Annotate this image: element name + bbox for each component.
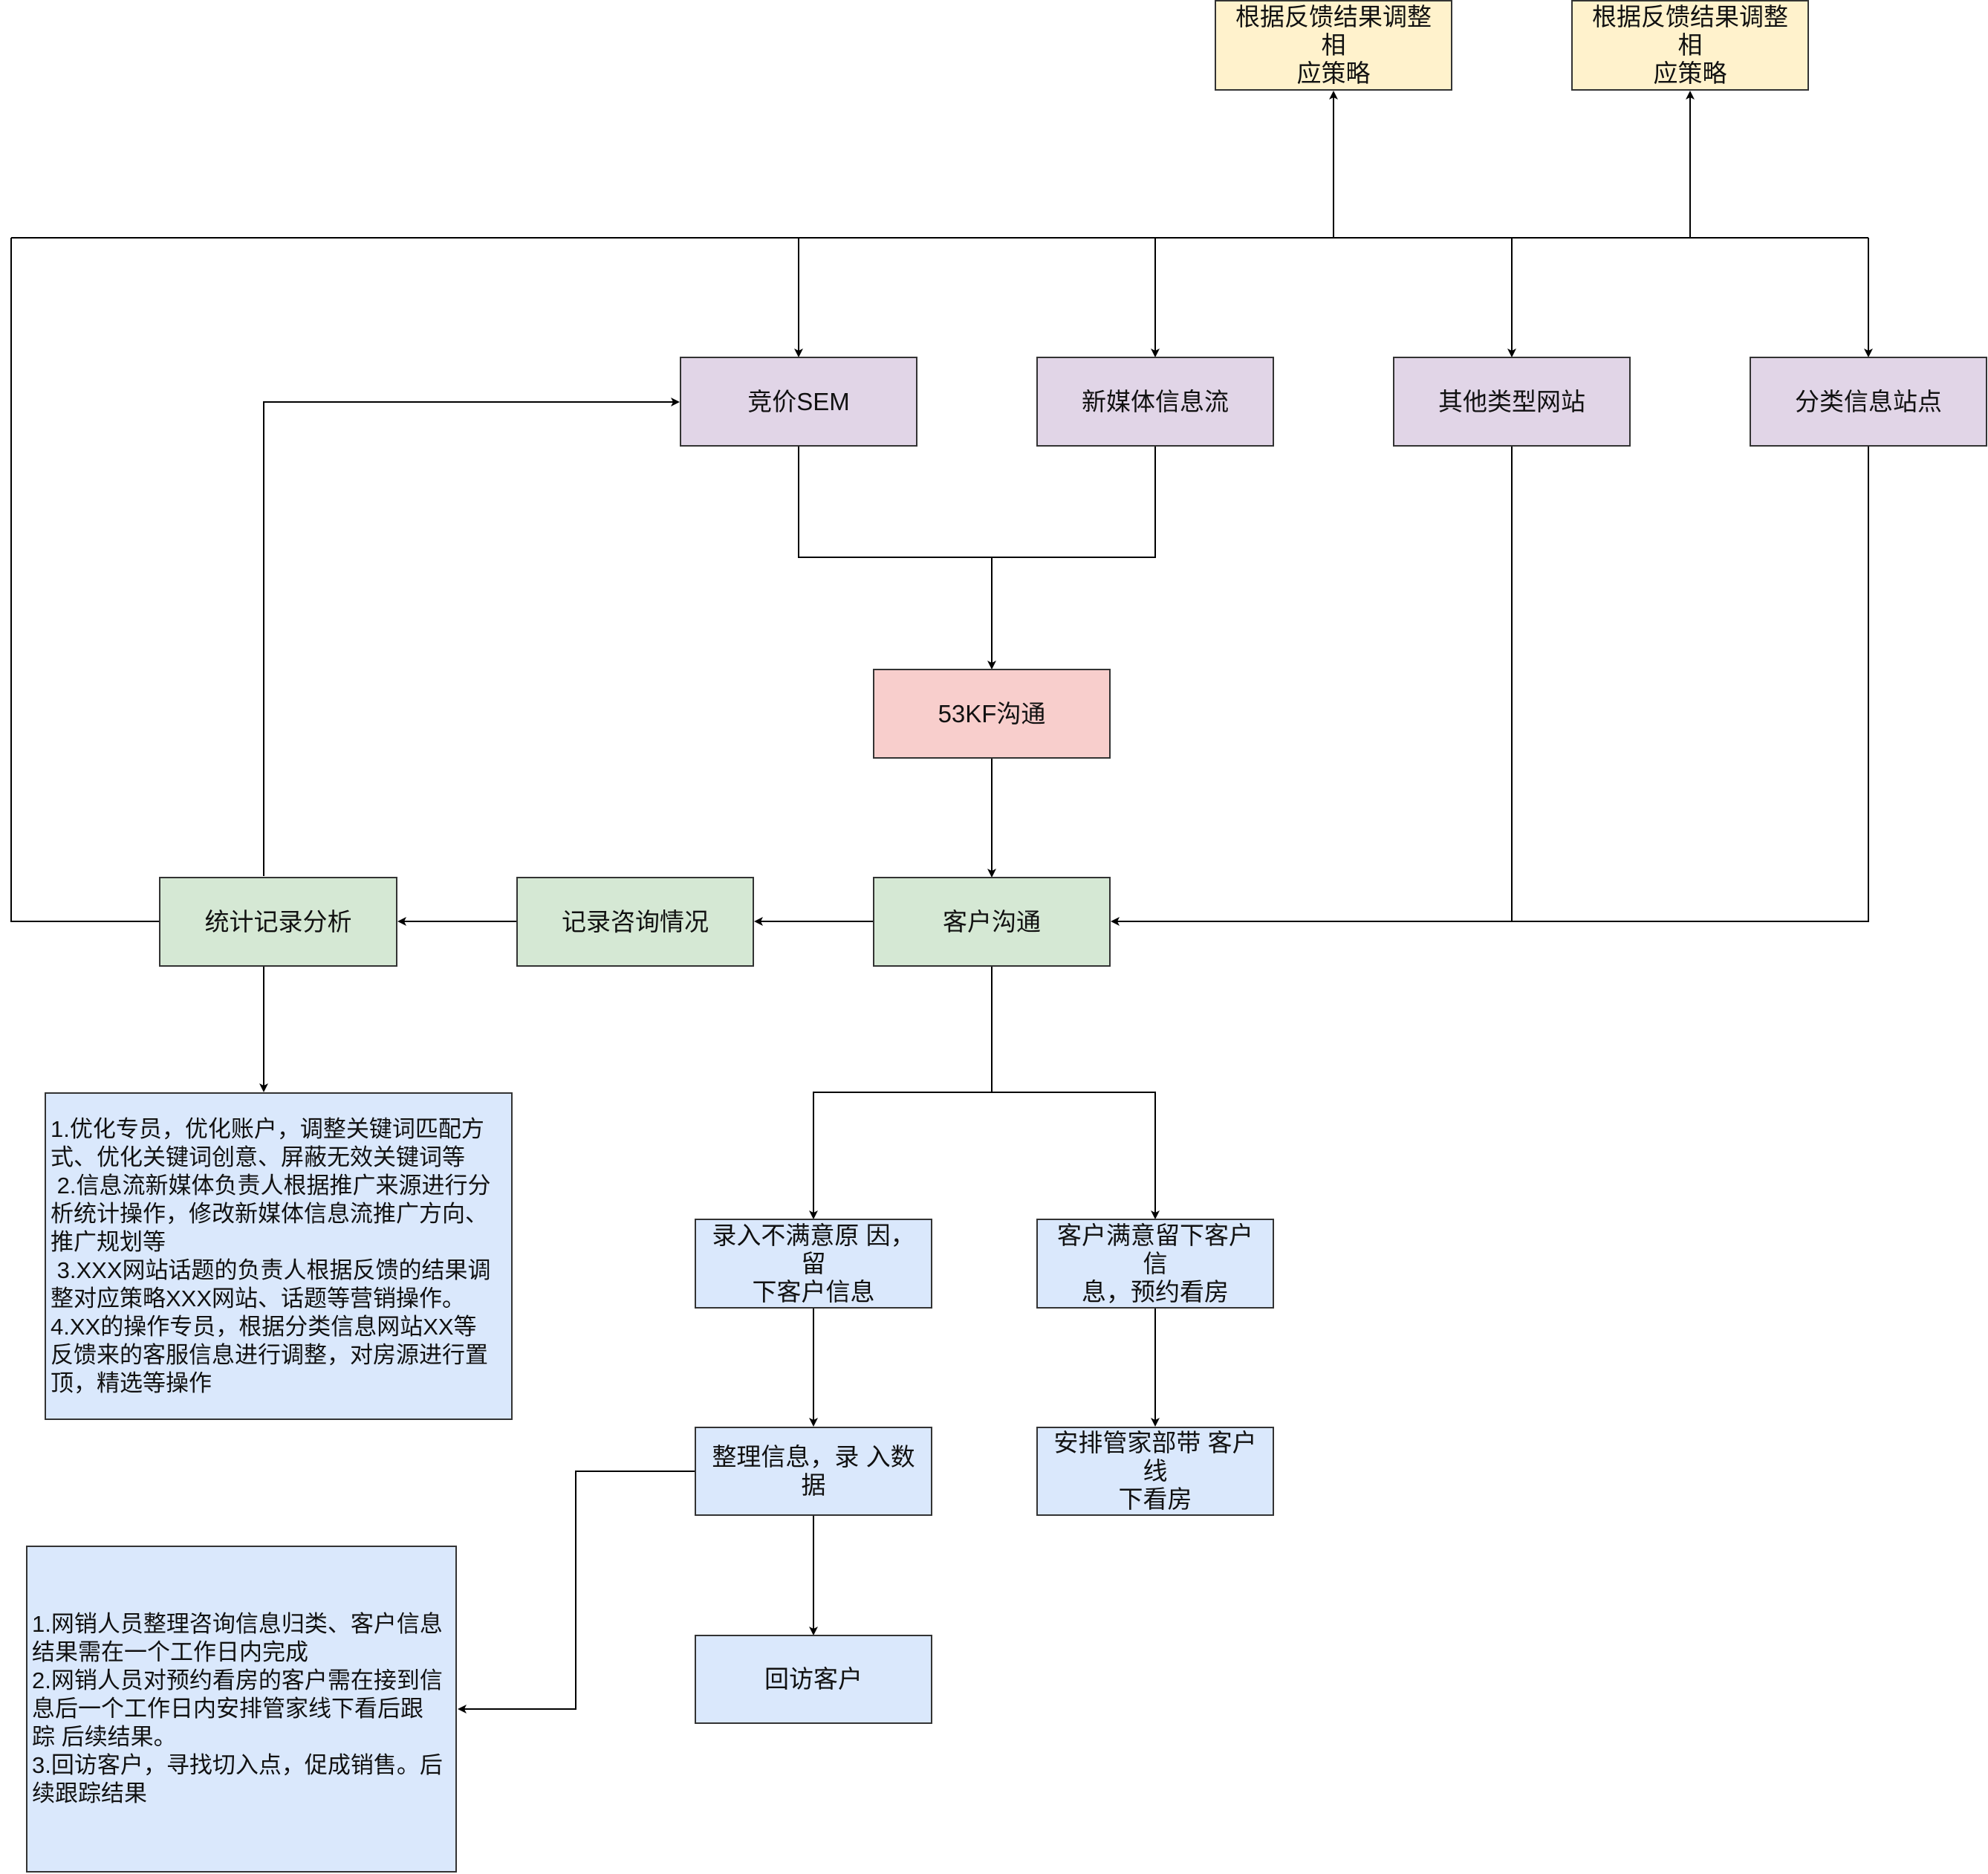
edge-organize-to-note bbox=[458, 1471, 695, 1713]
channel-new-media-label: 新媒体信息流 bbox=[1082, 387, 1229, 415]
channel-sem-label: 竞价SEM bbox=[747, 387, 850, 415]
sales-note-line-3: 2.网销人员对预约看房的客户需在接到信 bbox=[32, 1667, 443, 1693]
channel-other-sites-label: 其他类型网站 bbox=[1438, 387, 1585, 415]
optimization-note-line-1: 1.优化专员，优化账户，调整关键词匹配方 bbox=[51, 1115, 484, 1142]
sales-note-line-7: 续跟踪结果 bbox=[32, 1780, 147, 1806]
offline-viewing-label: 安排管家部带 客户线 下看房 bbox=[1053, 1429, 1257, 1513]
optimization-note-line-2: 式、优化关键词创意、屏蔽无效关键词等 bbox=[51, 1144, 465, 1170]
optimization-note-line-5: 推广规划等 bbox=[51, 1228, 166, 1255]
channel-classified-label: 分类信息站点 bbox=[1795, 387, 1942, 415]
edge-customer-to-satisfied bbox=[992, 1092, 1160, 1219]
optimization-note-line-9: 反馈来的客服信息进行调整，对房源进行置 bbox=[51, 1341, 488, 1368]
edge-stats-to-sem bbox=[263, 398, 680, 876]
sales-note-line-2: 结果需在一个工作日内完成 bbox=[32, 1639, 308, 1665]
offline-viewing-box: 安排管家部带 客户线 下看房 bbox=[1036, 1427, 1274, 1516]
edge-sem-merge bbox=[798, 447, 1156, 558]
sales-note-line-1: 1.网销人员整理咨询信息归类、客户信息 bbox=[32, 1611, 443, 1637]
strategy-box-2: 根据反馈结果调整相 应策略 bbox=[1571, 0, 1809, 91]
unsatisfied-box: 录入不满意原 因，留 下客户信息 bbox=[695, 1219, 932, 1309]
unsatisfied-label: 录入不满意原 因，留 下客户信息 bbox=[712, 1221, 915, 1306]
strategy-box-1: 根据反馈结果调整相 应策略 bbox=[1215, 0, 1452, 91]
kf53-label: 53KF沟通 bbox=[938, 699, 1046, 727]
channel-new-media: 新媒体信息流 bbox=[1036, 357, 1274, 447]
optimization-note-line-10: 顶，精选等操作 bbox=[51, 1369, 212, 1396]
satisfied-label: 客户满意留下客户信 息，预约看房 bbox=[1057, 1221, 1253, 1306]
stats-analysis-label: 统计记录分析 bbox=[204, 907, 352, 936]
sales-note: 1.网销人员整理咨询信息归类、客户信息 结果需在一个工作日内完成 2.网销人员对… bbox=[26, 1546, 457, 1873]
edge-classified-to-customer bbox=[1111, 447, 1869, 926]
record-consultation-label: 记录咨询情况 bbox=[562, 907, 709, 936]
customer-communication-box: 客户沟通 bbox=[873, 877, 1111, 967]
strategy-label-2: 根据反馈结果调整相 应策略 bbox=[1592, 3, 1788, 87]
edge-stats-to-bus bbox=[10, 238, 159, 922]
organize-data-box: 整理信息，录 入数据 bbox=[695, 1427, 932, 1516]
optimization-note-line-8: 4.XX的操作专员，根据分类信息网站XX等 bbox=[51, 1313, 477, 1340]
sales-note-line-6: 3.回访客户，寻找切入点，促成销售。后 bbox=[32, 1752, 443, 1778]
kf53-box: 53KF沟通 bbox=[873, 669, 1111, 759]
channel-classified-sites: 分类信息站点 bbox=[1750, 357, 1987, 447]
sales-note-line-5: 踪 后续结果。 bbox=[32, 1724, 177, 1750]
edge-customer-split bbox=[809, 967, 993, 1219]
organize-data-label: 整理信息，录 入数据 bbox=[712, 1443, 915, 1499]
strategy-label-1: 根据反馈结果调整相 应策略 bbox=[1235, 3, 1432, 87]
revisit-customer-box: 回访客户 bbox=[695, 1635, 932, 1724]
customer-communication-label: 客户沟通 bbox=[943, 907, 1041, 936]
optimization-note-line-7: 整对应策略XXX网站、话题等营销操作。 bbox=[51, 1285, 466, 1312]
revisit-customer-label: 回访客户 bbox=[764, 1665, 863, 1693]
channel-sem: 竞价SEM bbox=[680, 357, 917, 447]
optimization-note-line-6: 3.XXX网站话题的负责人根据反馈的结果调 bbox=[51, 1257, 491, 1283]
satisfied-box: 客户满意留下客户信 息，预约看房 bbox=[1036, 1219, 1274, 1309]
sales-note-line-4: 息后一个工作日内安排管家线下看后跟 bbox=[32, 1696, 423, 1722]
channel-other-sites: 其他类型网站 bbox=[1393, 357, 1631, 447]
stats-analysis-box: 统计记录分析 bbox=[159, 877, 397, 967]
record-consultation-box: 记录咨询情况 bbox=[516, 877, 754, 967]
optimization-note-line-3: 2.信息流新媒体负责人根据推广来源进行分 bbox=[51, 1172, 491, 1199]
optimization-note: 1.优化专员，优化账户，调整关键词匹配方 式、优化关键词创意、屏蔽无效关键词等 … bbox=[45, 1092, 513, 1420]
optimization-note-line-4: 析统计操作，修改新媒体信息流推广方向、 bbox=[51, 1200, 488, 1227]
